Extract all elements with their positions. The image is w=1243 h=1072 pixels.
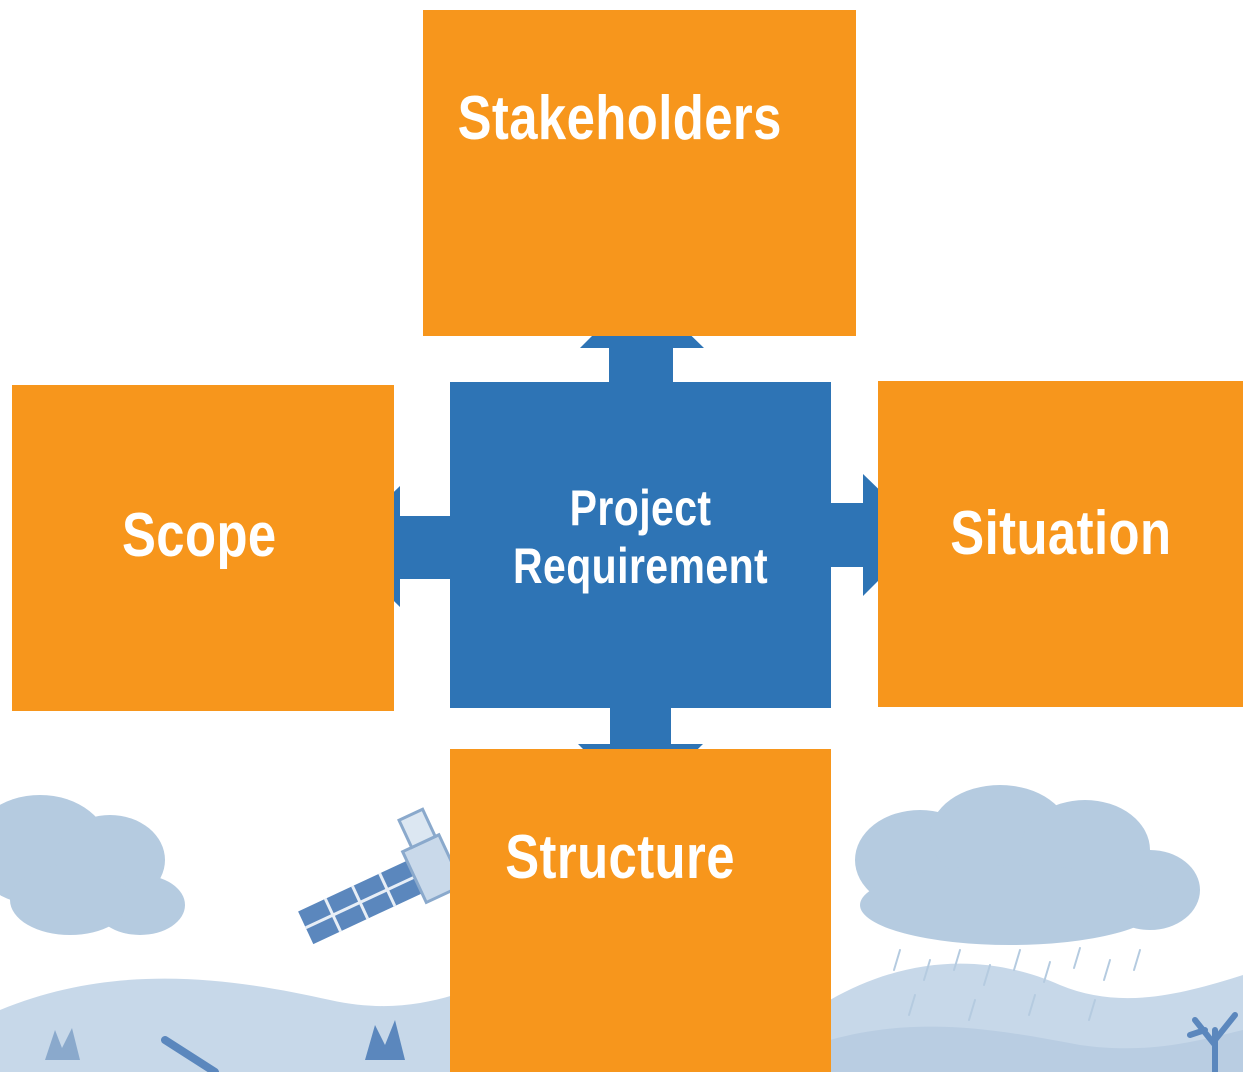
node-structure: Structure — [450, 749, 831, 1072]
center-label: Project Requirement — [513, 479, 768, 595]
node-project-requirement: Project Requirement — [450, 382, 831, 708]
rain-cloud-icon — [855, 785, 1200, 1021]
node-label: Scope — [121, 500, 277, 570]
node-label: Stakeholders — [457, 83, 782, 153]
node-scope: Scope — [12, 385, 394, 711]
tree-icon — [1187, 1012, 1238, 1072]
arrow-left — [338, 486, 451, 607]
node-label: Situation — [949, 498, 1172, 568]
cloud-icon — [0, 795, 185, 935]
node-situation: Situation — [878, 381, 1243, 707]
satellite-icon — [298, 807, 465, 945]
shrub-illustration — [45, 1028, 80, 1060]
center-label-line-1: Project — [569, 480, 712, 536]
arrow-right — [830, 474, 925, 596]
hills-illustration — [830, 1026, 1243, 1072]
shrub-illustration — [365, 1020, 405, 1060]
node-label: Structure — [505, 823, 736, 892]
stick-illustration — [161, 1036, 219, 1072]
center-label-line-2: Requirement — [512, 538, 769, 594]
node-stakeholders: Stakeholders — [423, 10, 856, 336]
